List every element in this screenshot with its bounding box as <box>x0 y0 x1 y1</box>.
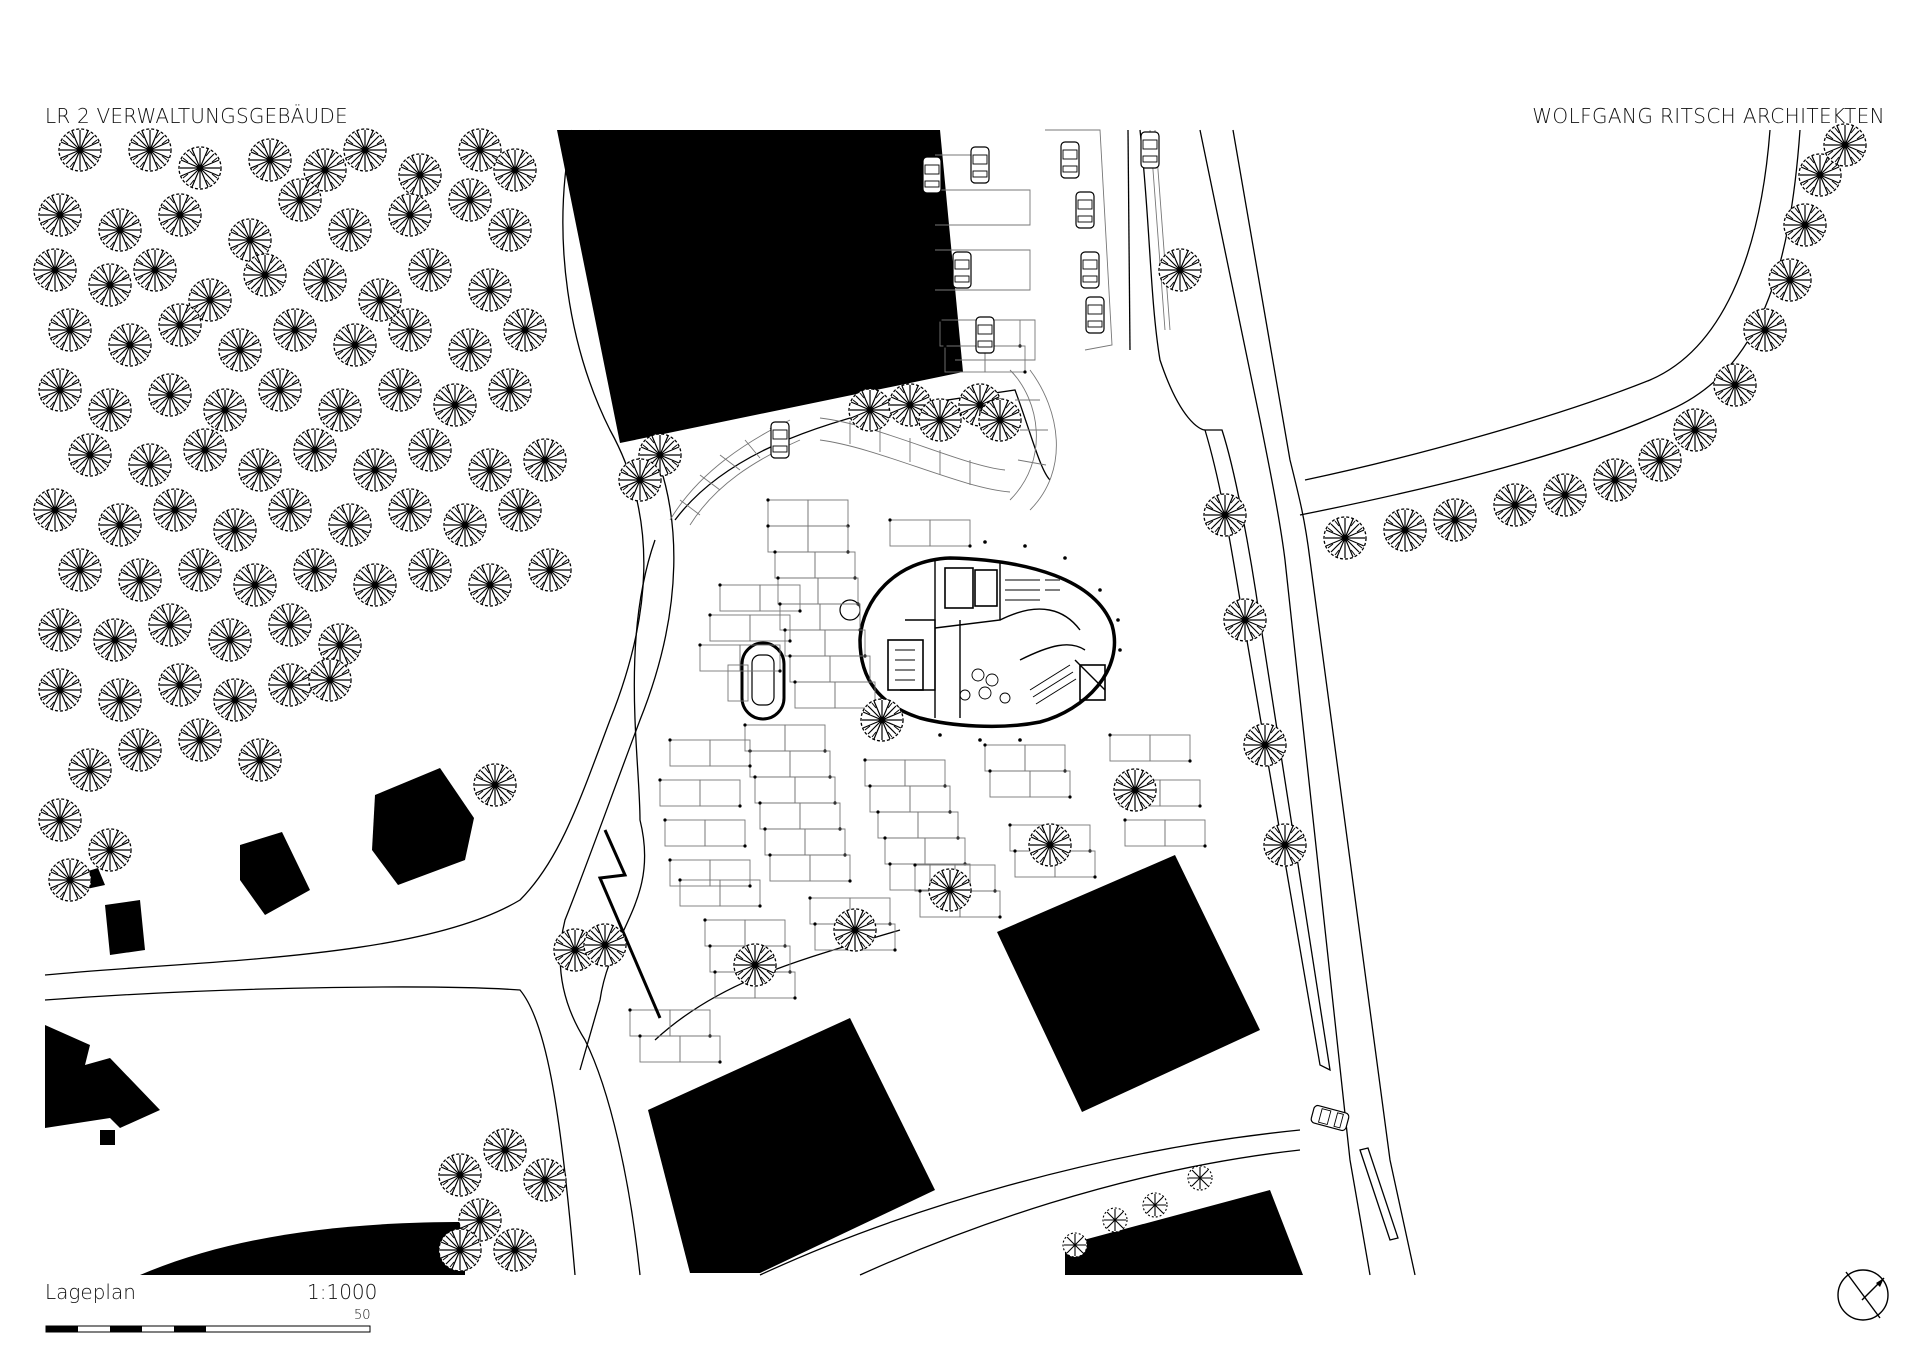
project-title: LR 2 VERWALTUNGSGEBÄUDE <box>45 104 348 128</box>
existing-buildings <box>45 130 1303 1275</box>
scale-bar <box>45 1325 371 1333</box>
road-network <box>44 129 1801 1276</box>
north-arrow-icon <box>1837 1269 1889 1321</box>
pavilion <box>727 641 786 721</box>
scale-ratio: 1:1000 <box>307 1280 378 1304</box>
scale-bar-label: 50 <box>354 1308 371 1323</box>
plan-label: Lageplan <box>45 1280 136 1304</box>
office-name: WOLFGANG RITSCH ARCHITEKTEN <box>1532 104 1885 128</box>
administration-building <box>839 540 1122 742</box>
